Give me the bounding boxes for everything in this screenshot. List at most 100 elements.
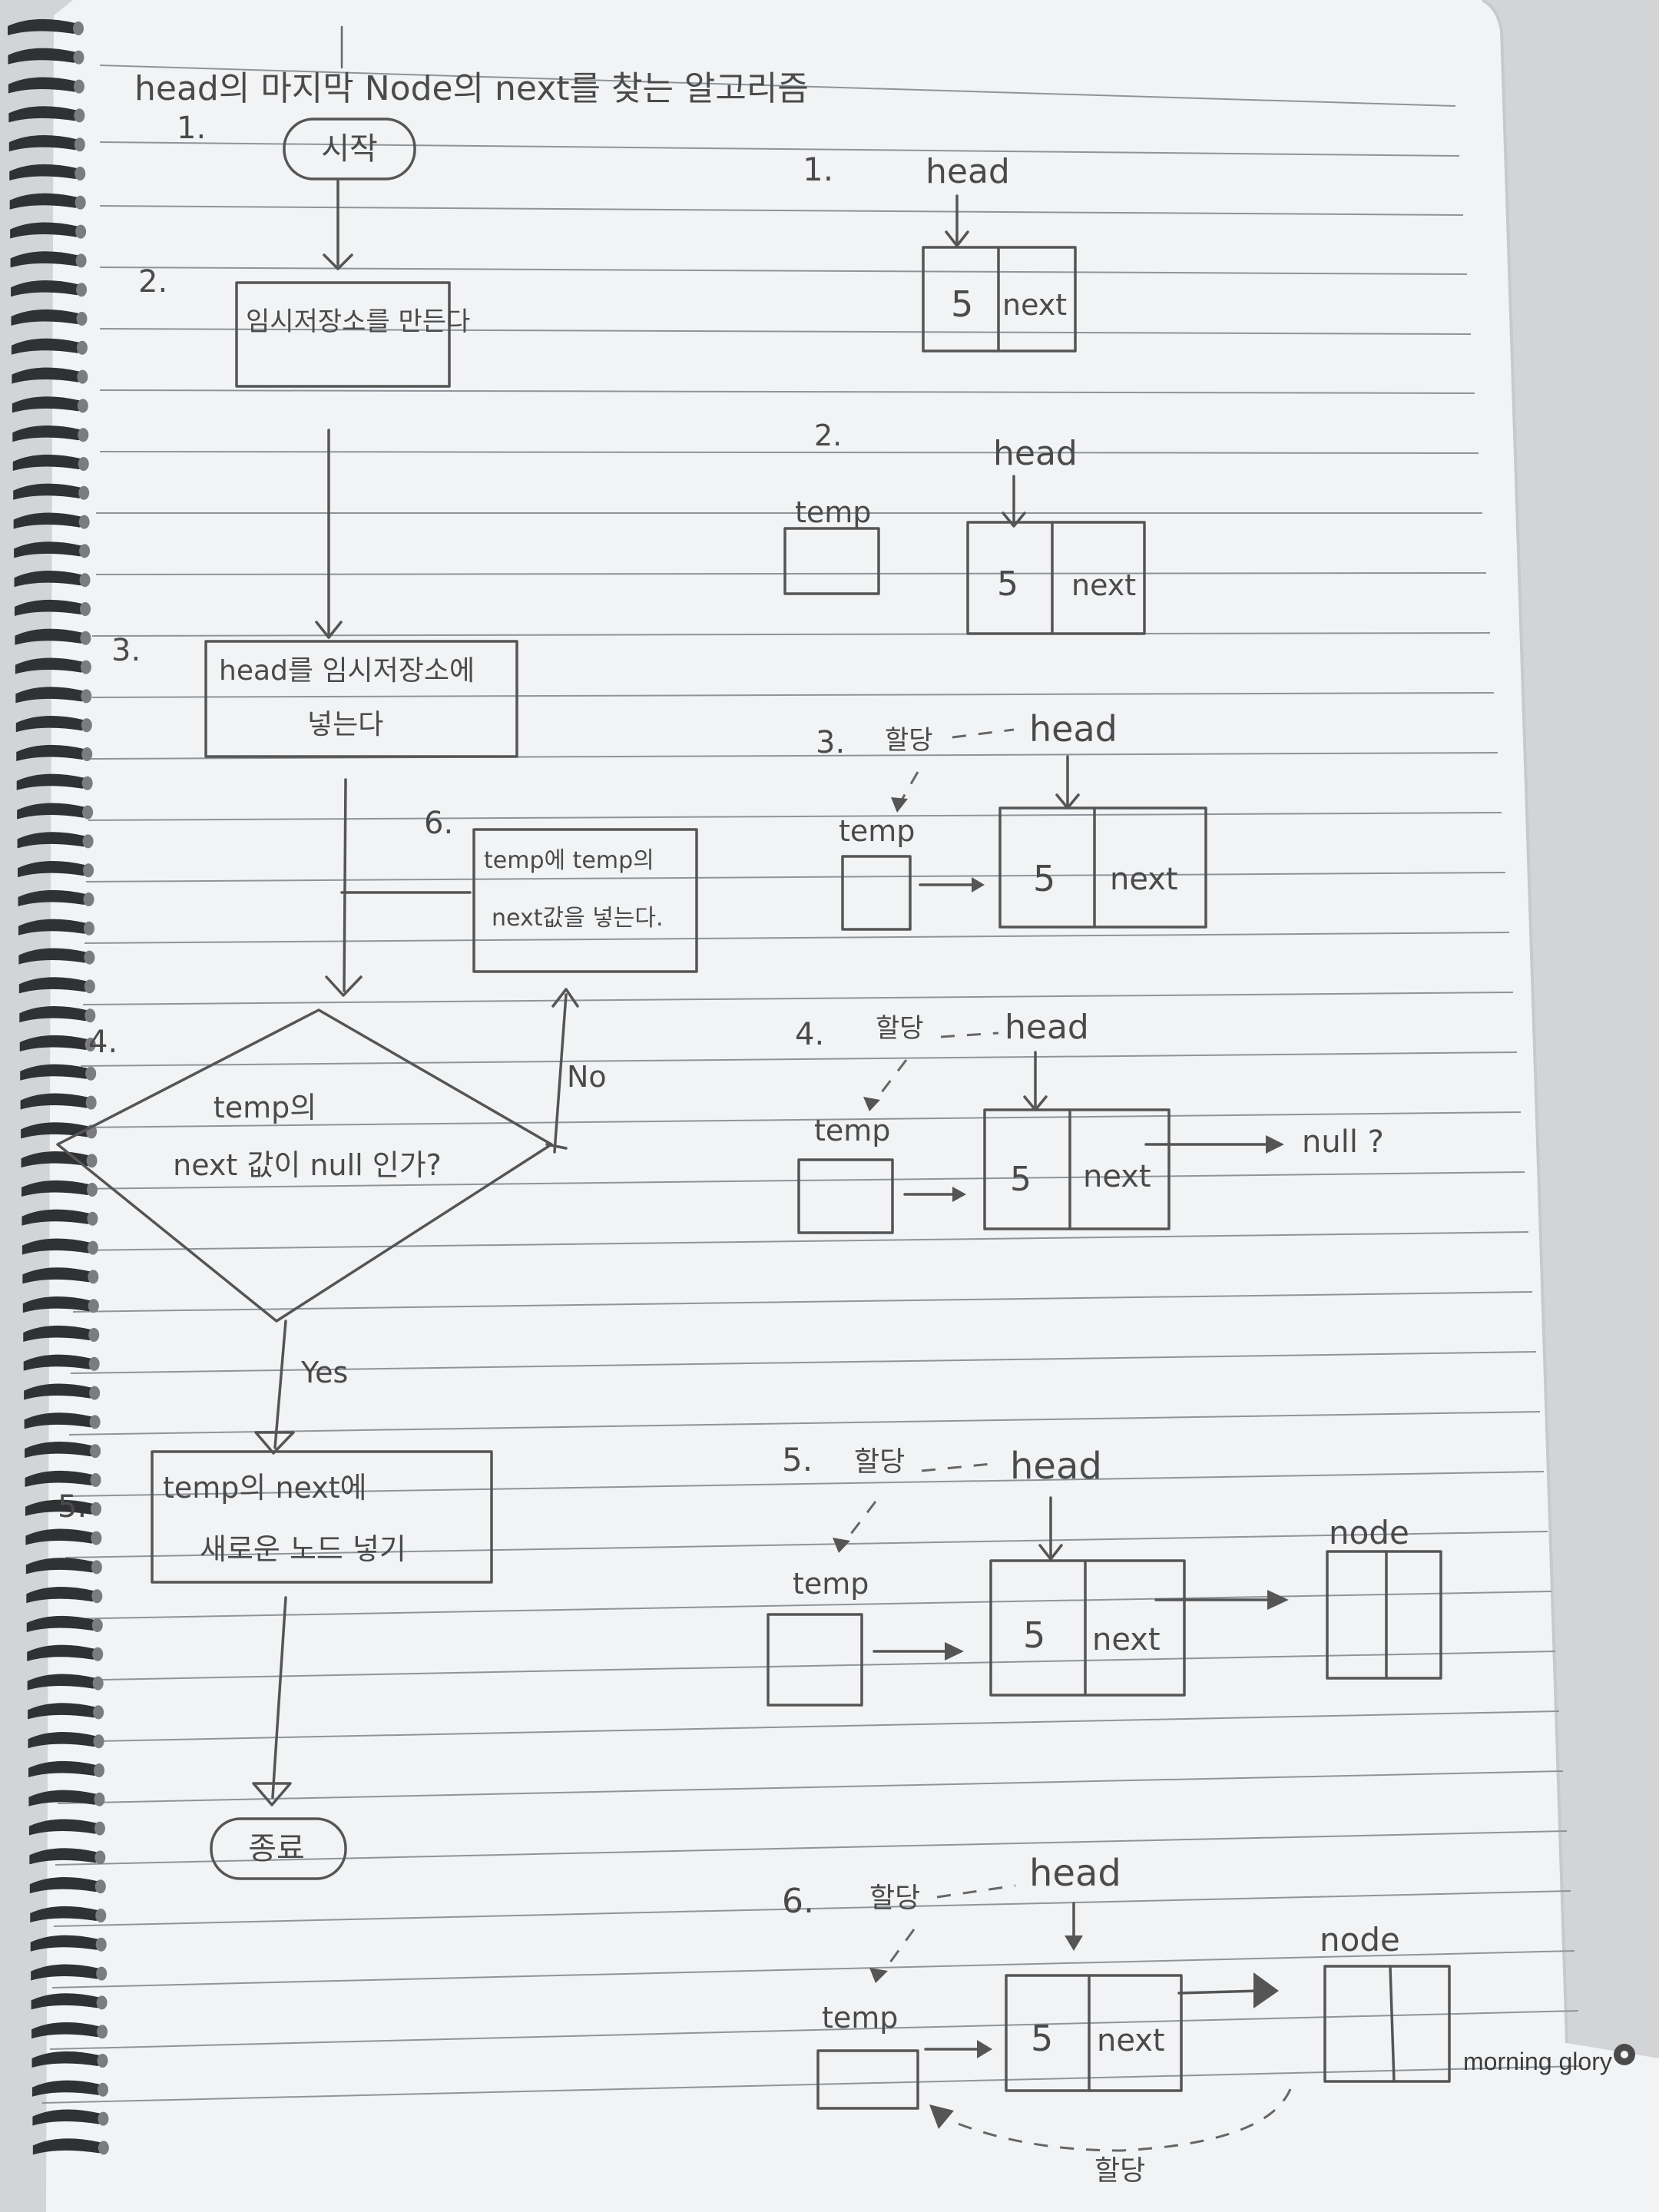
- spiral-ring: [23, 1325, 95, 1342]
- binding-hole: [87, 1211, 98, 1226]
- binding-hole: [73, 22, 84, 35]
- spiral-ring: [10, 222, 82, 239]
- diagram-4-value: 5: [1010, 1160, 1031, 1199]
- diagram-3-value: 5: [1033, 858, 1055, 899]
- binding-hole: [88, 1328, 100, 1342]
- binding-hole: [88, 1270, 99, 1284]
- flow-step-2-box: [235, 281, 451, 388]
- binding-hole: [89, 1386, 101, 1400]
- binding-hole: [79, 573, 91, 588]
- diagram-5-temp-box: [767, 1613, 863, 1707]
- binding-hole: [84, 1038, 96, 1051]
- binding-hole: [75, 195, 86, 210]
- diagram-5-next: next: [1092, 1622, 1161, 1657]
- spiral-ring: [28, 1790, 101, 1806]
- spiral-ring: [13, 512, 86, 529]
- spiral-ring: [29, 1877, 102, 1894]
- flow-step-6-line2: next값을 넣는다.: [492, 905, 664, 932]
- spiral-ring: [25, 1442, 97, 1459]
- spiral-ring: [32, 2109, 104, 2126]
- spiral-ring: [15, 628, 87, 645]
- binding-hole: [75, 224, 87, 239]
- spiral-ring: [8, 48, 80, 65]
- diagram-4-next: next: [1083, 1159, 1151, 1194]
- diagram-1-next: next: [1002, 288, 1067, 322]
- spiral-ring: [15, 716, 88, 733]
- binding-hole: [94, 1792, 105, 1806]
- binding-hole: [94, 1821, 105, 1836]
- spiral-ring: [24, 1383, 96, 1400]
- diagram-2-number: 2.: [814, 419, 842, 452]
- spiral-ring: [30, 1935, 103, 1952]
- spiral-ring: [29, 1848, 101, 1865]
- binding-hole: [78, 485, 90, 500]
- diagram-2-value: 5: [997, 565, 1018, 604]
- diagram-4-temp-label: temp: [814, 1114, 890, 1147]
- binding-hole: [82, 834, 94, 849]
- binding-hole: [90, 1444, 101, 1459]
- binding-hole: [77, 369, 88, 384]
- spiral-ring: [27, 1674, 100, 1690]
- binding-hole: [88, 1356, 100, 1371]
- spiral-ring: [12, 454, 85, 471]
- spiral-ring: [32, 2138, 105, 2155]
- binding-hole: [74, 137, 85, 152]
- spiral-ring: [28, 1819, 101, 1836]
- spiral-ring: [12, 396, 84, 413]
- flow-step-6-line1: temp에 temp의: [484, 847, 654, 874]
- spiral-binding: [8, 18, 109, 2155]
- spiral-ring: [17, 803, 89, 820]
- flow-step-4-number: 4.: [88, 1025, 118, 1060]
- binding-hole: [78, 428, 89, 442]
- diagram-4-number: 4.: [795, 1017, 824, 1052]
- flow-step-1-number: 1.: [177, 111, 206, 146]
- binding-hole: [81, 747, 93, 761]
- diagram-3-assign: 할당: [885, 725, 933, 756]
- spiral-ring: [31, 2051, 104, 2068]
- diagram-6-assign: 할당: [869, 1883, 920, 1914]
- flow-step-5-box: [151, 1450, 493, 1584]
- binding-hole: [92, 1647, 104, 1661]
- spiral-ring: [15, 599, 87, 616]
- diagram-2-head-label: head: [993, 434, 1078, 473]
- spiral-ring: [20, 1093, 93, 1110]
- spiral-ring: [11, 309, 84, 326]
- spiral-ring: [16, 773, 89, 790]
- diagram-6-node: [1005, 1974, 1183, 2092]
- diagram-5-node-label: node: [1329, 1514, 1409, 1551]
- binding-hole: [83, 863, 94, 878]
- paper-page: [46, 0, 1659, 2212]
- spiral-ring: [22, 1267, 94, 1284]
- diagram-5-new-node: [1326, 1550, 1442, 1680]
- binding-hole: [84, 979, 95, 994]
- flow-step-2-number: 2.: [138, 264, 167, 300]
- spiral-ring: [9, 164, 81, 180]
- spiral-ring: [27, 1644, 99, 1661]
- binding-hole: [77, 399, 88, 413]
- spiral-ring: [22, 1209, 94, 1226]
- binding-hole: [97, 2025, 108, 2039]
- diagram-3-number: 3.: [816, 725, 845, 760]
- binding-hole: [95, 1937, 107, 1952]
- binding-hole: [83, 921, 94, 935]
- diagram-5-node: [989, 1559, 1186, 1697]
- flow-step-5-line2: 새로운 노드 넣기: [200, 1532, 406, 1566]
- spiral-ring: [17, 832, 90, 849]
- binding-hole: [76, 283, 88, 297]
- binding-hole: [87, 1240, 98, 1255]
- flow-step-6-box: [472, 828, 698, 973]
- diagram-5-number: 5.: [782, 1441, 813, 1479]
- flow-step-3-line1: head를 임시저장소에: [219, 655, 475, 687]
- diagram-4-head-label: head: [1005, 1008, 1089, 1047]
- diagram-1-head-label: head: [926, 152, 1010, 191]
- flow-step-5-number: 5.: [58, 1489, 87, 1525]
- flow-step-2-text: 임시저장소를 만든다: [246, 306, 470, 337]
- spiral-ring: [8, 106, 81, 123]
- brand-logo-text: morning glory: [1463, 2048, 1612, 2075]
- binding-hole: [85, 1095, 97, 1110]
- spiral-ring: [18, 861, 90, 878]
- spiral-ring: [18, 889, 91, 906]
- spiral-ring: [14, 571, 87, 588]
- spiral-ring: [14, 541, 86, 558]
